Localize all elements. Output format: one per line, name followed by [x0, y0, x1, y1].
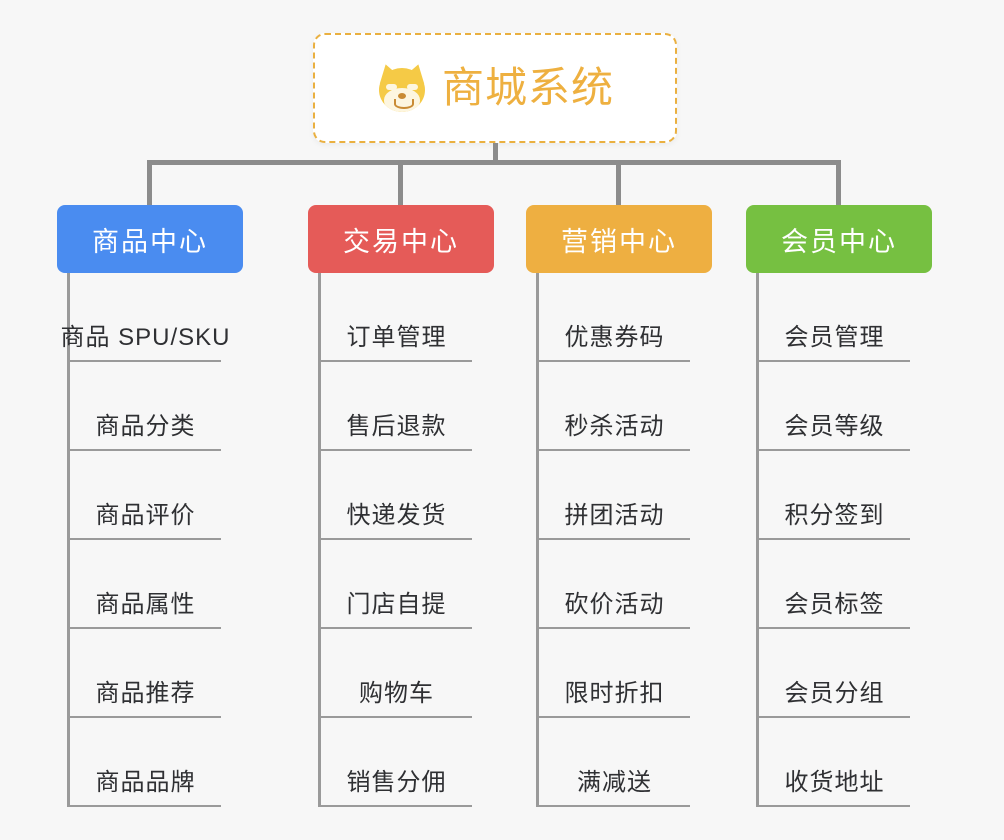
leaf-item[interactable]: 会员标签 — [759, 540, 910, 629]
leaf-label: 积分签到 — [784, 502, 885, 529]
leaf-list: 会员管理会员等级积分签到会员标签会员分组收货地址 — [756, 273, 932, 807]
leaf-label: 砍价活动 — [564, 591, 665, 618]
connector-drop-3 — [616, 160, 621, 208]
leaf-label: 会员管理 — [784, 324, 885, 351]
leaf-item[interactable]: 拼团活动 — [539, 451, 690, 540]
leaf-item[interactable]: 商品 SPU/SKU — [60, 273, 230, 362]
shiba-dog-face-icon — [375, 61, 429, 113]
leaf-label: 商品 SPU/SKU — [60, 324, 231, 351]
leaf-label: 限时折扣 — [564, 680, 665, 707]
leaf-label: 商品分类 — [95, 413, 196, 440]
leaf-label: 优惠券码 — [564, 324, 665, 351]
leaf-item[interactable]: 会员分组 — [759, 629, 910, 718]
category-box[interactable]: 商品中心 — [57, 205, 243, 273]
leaf-item[interactable]: 商品属性 — [70, 540, 221, 629]
leaf-label: 商品推荐 — [95, 680, 196, 707]
root-node[interactable]: 商城系统 — [313, 33, 677, 143]
leaf-item[interactable]: 会员等级 — [759, 362, 910, 451]
leaf-item[interactable]: 购物车 — [321, 629, 472, 718]
connector-drop-2 — [398, 160, 403, 208]
leaf-item[interactable]: 商品品牌 — [70, 718, 221, 807]
category-box[interactable]: 交易中心 — [308, 205, 494, 273]
leaf-item[interactable]: 销售分佣 — [321, 718, 472, 807]
root-title: 商城系统 — [441, 64, 614, 111]
leaf-list: 订单管理售后退款快递发货门店自提购物车销售分佣 — [318, 273, 494, 807]
leaf-label: 订单管理 — [346, 324, 447, 351]
column-2: 交易中心订单管理售后退款快递发货门店自提购物车销售分佣 — [308, 205, 494, 807]
column-4: 会员中心会员管理会员等级积分签到会员标签会员分组收货地址 — [746, 205, 932, 807]
leaf-item[interactable]: 满减送 — [539, 718, 690, 807]
leaf-label: 会员分组 — [784, 680, 885, 707]
leaf-label: 商品品牌 — [95, 769, 196, 796]
leaf-item[interactable]: 秒杀活动 — [539, 362, 690, 451]
leaf-label: 收货地址 — [784, 769, 885, 796]
leaf-label: 会员标签 — [784, 591, 885, 618]
leaf-item[interactable]: 限时折扣 — [539, 629, 690, 718]
leaf-item[interactable]: 收货地址 — [759, 718, 910, 807]
connector-drop-4 — [836, 160, 841, 208]
leaf-label: 商品属性 — [95, 591, 196, 618]
leaf-label: 门店自提 — [346, 591, 447, 618]
leaf-item[interactable]: 售后退款 — [321, 362, 472, 451]
column-1: 商品中心商品 SPU/SKU 商品分类商品评价商品属性商品推荐商品品牌 — [57, 205, 243, 807]
leaf-label: 售后退款 — [346, 413, 447, 440]
leaf-label: 秒杀活动 — [564, 413, 665, 440]
connector-drop-1 — [147, 160, 152, 208]
leaf-item[interactable]: 商品推荐 — [70, 629, 221, 718]
leaf-label: 快递发货 — [346, 502, 447, 529]
leaf-label: 销售分佣 — [346, 769, 447, 796]
category-box[interactable]: 营销中心 — [526, 205, 712, 273]
leaf-list: 商品 SPU/SKU 商品分类商品评价商品属性商品推荐商品品牌 — [60, 273, 243, 807]
leaf-item[interactable]: 积分签到 — [759, 451, 910, 540]
leaf-label: 满减送 — [577, 769, 652, 796]
leaf-label: 购物车 — [359, 680, 434, 707]
leaf-item[interactable]: 商品评价 — [70, 451, 221, 540]
leaf-item[interactable]: 快递发货 — [321, 451, 472, 540]
leaf-label: 商品评价 — [95, 502, 196, 529]
leaf-label: 会员等级 — [784, 413, 885, 440]
connector-root-stem — [493, 143, 498, 165]
leaf-item[interactable]: 商品分类 — [70, 362, 221, 451]
leaf-item[interactable]: 订单管理 — [321, 273, 472, 362]
leaf-item[interactable]: 优惠券码 — [539, 273, 690, 362]
leaf-item[interactable]: 砍价活动 — [539, 540, 690, 629]
category-box[interactable]: 会员中心 — [746, 205, 932, 273]
leaf-item[interactable]: 门店自提 — [321, 540, 472, 629]
column-3: 营销中心优惠券码秒杀活动拼团活动砍价活动限时折扣满减送 — [526, 205, 712, 807]
connector-horizontal-bus — [149, 160, 839, 165]
leaf-item[interactable]: 会员管理 — [759, 273, 910, 362]
leaf-label: 拼团活动 — [564, 502, 665, 529]
leaf-list: 优惠券码秒杀活动拼团活动砍价活动限时折扣满减送 — [536, 273, 712, 807]
